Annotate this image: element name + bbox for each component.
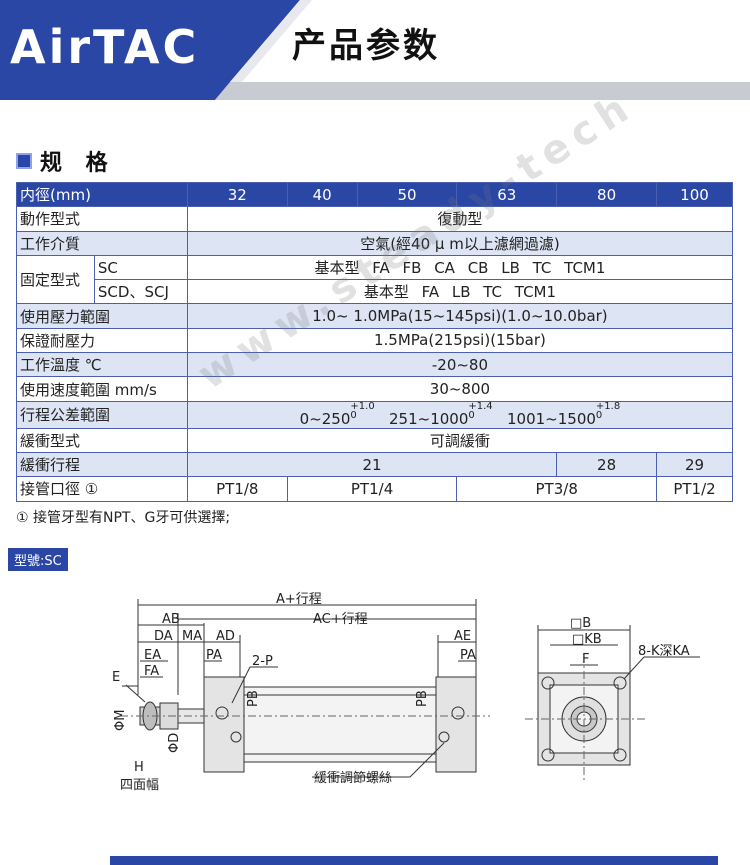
temp-value: -20~80 xyxy=(186,352,734,378)
dim-ab: AB xyxy=(162,612,180,627)
dim-cushion-screw: 緩衝調節螺絲 xyxy=(314,771,392,786)
stroke-tol-3-lower: 0 xyxy=(595,409,603,421)
bore-63: 63 xyxy=(456,181,558,208)
port-c: PT3/8 xyxy=(456,476,657,502)
action-label: 動作型式 xyxy=(16,206,188,232)
header-banner xyxy=(0,0,750,100)
mount-label: 固定型式 xyxy=(16,254,95,305)
dim-ma: MA xyxy=(182,629,202,644)
stroke-tol-2: 251~1000 xyxy=(389,409,469,428)
dim-da: DA xyxy=(154,629,173,644)
cushion-stroke-label: 緩衝行程 xyxy=(16,451,188,478)
dim-e: E xyxy=(112,670,120,685)
section-heading: 规 格 xyxy=(16,148,116,176)
stroke-tol-3: 1001~1500 xyxy=(507,409,596,428)
bore-40: 40 xyxy=(286,181,358,208)
cushion-stroke-a: 21 xyxy=(186,451,558,478)
temp-label: 工作溫度 ℃ xyxy=(16,352,188,378)
stroke-tol-1-lower: 0 xyxy=(350,409,357,421)
dim-pb-left: PB xyxy=(246,690,261,707)
stroke-tol-1: 0~250 xyxy=(299,409,351,428)
page-title: 产品参数 xyxy=(292,26,440,66)
stroke-tol-2-lower: 0 xyxy=(468,409,475,421)
port-a: PT1/8 xyxy=(186,476,288,502)
dim-a-stroke: A+行程 xyxy=(276,592,322,607)
brand-logo: AirTAC xyxy=(10,20,200,74)
dim-pb-right: PB xyxy=(415,690,430,707)
model-tag: 型號:SC xyxy=(8,548,68,571)
next-table-header xyxy=(110,856,718,865)
dim-ad: AD xyxy=(216,629,235,644)
dim-fa: FA xyxy=(144,664,159,679)
dim-phi-m: ΦM xyxy=(113,710,128,731)
cushion-stroke-c: 29 xyxy=(656,451,733,478)
mount-sc-value: 基本型 FA FB CA CB LB TC TCM1 xyxy=(186,254,734,281)
dim-h: H xyxy=(134,760,144,775)
mount-sc-label: SC xyxy=(93,254,188,281)
spec-table: 内徑(mm) 32 40 50 63 80 100 動作型式 復動型 工作介質 … xyxy=(16,181,734,502)
port-d: PT1/2 xyxy=(656,476,733,502)
table-row: 保證耐壓力 1.5MPa(215psi)(15bar) xyxy=(16,327,734,354)
dim-ea: EA xyxy=(144,648,161,663)
table-row: 使用壓力範圍 1.0~ 1.0MPa(15~145psi)(1.0~10.0ba… xyxy=(16,303,734,329)
port-label: 接管口徑 ① xyxy=(16,476,188,502)
port-b: PT1/4 xyxy=(286,476,458,502)
dim-2p: 2-P xyxy=(252,654,273,669)
stroke-tol-label: 行程公差範圍 xyxy=(16,400,188,429)
medium-label: 工作介質 xyxy=(16,230,188,256)
dim-ac-stroke: AC+行程 xyxy=(313,612,368,627)
dim-four-sides: 四面幅 xyxy=(120,778,159,793)
table-row: 接管口徑 ① PT1/8 PT1/4 PT3/8 PT1/2 xyxy=(16,476,733,502)
cushion-label: 緩衝型式 xyxy=(16,427,188,453)
dim-pa-left: PA xyxy=(206,648,222,663)
table-row: 動作型式 復動型 xyxy=(16,206,734,232)
stroke-tol-2-upper: +1.4 xyxy=(468,400,493,412)
pressure-value: 1.0~ 1.0MPa(15~145psi)(1.0~10.0bar) xyxy=(186,303,734,329)
proof-value: 1.5MPa(215psi)(15bar) xyxy=(186,327,734,354)
bore-label: 内徑(mm) xyxy=(16,181,188,208)
speed-label: 使用速度範圍 mm/s xyxy=(16,376,188,402)
table-row: 使用速度範圍 mm/s 30~800 xyxy=(16,376,734,402)
dim-k-ka: 8-K深KA xyxy=(638,644,690,659)
cylinder-drawing: A+行程 AC+行程 AB DA MA AD AE EA FA PA PA E … xyxy=(112,592,700,793)
table-row: 工作介質 空氣(經40 μ m以上濾網過濾) xyxy=(16,230,734,256)
cushion-value: 可調緩衝 xyxy=(186,427,734,453)
pressure-label: 使用壓力範圍 xyxy=(16,303,188,329)
footnote: ① 接管牙型有NPT、G牙可供選擇; xyxy=(16,510,231,526)
dim-phi-d: ΦD xyxy=(167,733,182,753)
speed-value: 30~800 xyxy=(186,376,734,402)
table-row: 緩衝型式 可調緩衝 xyxy=(16,427,734,453)
table-row: 緩衝行程 21 28 29 xyxy=(16,451,733,478)
table-header-row: 内徑(mm) 32 40 50 63 80 100 xyxy=(16,181,733,208)
bore-32: 32 xyxy=(186,181,288,208)
stroke-tol-3-upper: +1.8 xyxy=(595,400,621,412)
proof-label: 保證耐壓力 xyxy=(16,327,188,354)
dim-sq-b: □B xyxy=(570,616,591,631)
table-row: SCD、SCJ 基本型 FA LB TC TCM1 xyxy=(17,279,734,305)
bore-80: 80 xyxy=(556,181,657,208)
bore-50: 50 xyxy=(356,181,458,208)
mount-scd-value: 基本型 FA LB TC TCM1 xyxy=(186,279,734,305)
dim-f: F xyxy=(582,652,589,667)
page-header: AirTAC 产品参数 xyxy=(0,0,750,100)
cushion-stroke-b: 28 xyxy=(556,451,657,478)
section-title: 规 格 xyxy=(40,151,116,176)
stroke-tol-1-upper: +1.0 xyxy=(350,400,375,412)
dim-ae: AE xyxy=(454,629,471,644)
dim-pa-right: PA xyxy=(460,648,476,663)
bore-100: 100 xyxy=(656,181,733,208)
mount-scd-label: SCD、SCJ xyxy=(93,279,188,305)
table-row: 固定型式 SC 基本型 FA FB CA CB LB TC TCM1 xyxy=(16,254,734,305)
medium-value: 空氣(經40 μ m以上濾網過濾) xyxy=(186,230,734,256)
dim-sq-kb: □KB xyxy=(572,632,602,647)
table-row: 工作溫度 ℃ -20~80 xyxy=(16,352,734,378)
square-bullet-icon xyxy=(16,153,32,169)
